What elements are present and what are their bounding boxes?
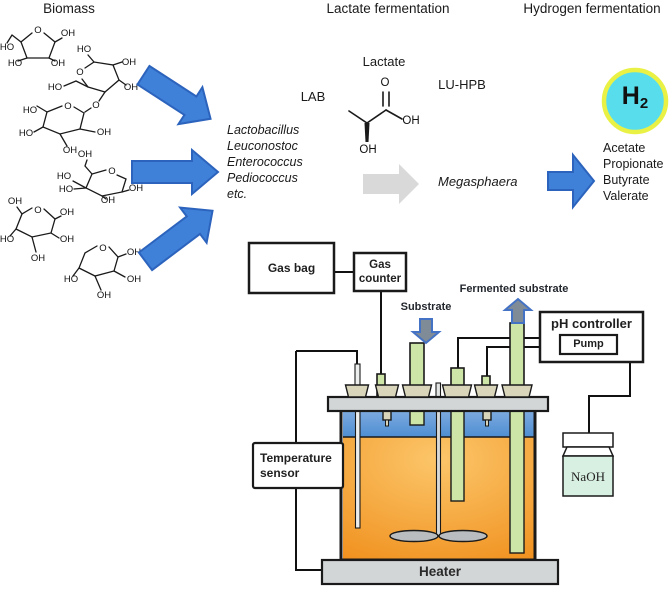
lab-bacteria-list: Lactobacillus Leuconostoc Enterococcus P… [227, 122, 303, 202]
fermented-tube-inner [509, 409, 525, 554]
pump-feed-wire [486, 346, 560, 378]
ph-probe-inner [450, 409, 465, 502]
gas-counter-label: Gas counter [358, 258, 402, 285]
temperature-probe [354, 409, 361, 529]
bacteria-item: etc. [227, 187, 248, 201]
equipment-boxes [247, 241, 645, 497]
megasphaera-label: Megasphaera [438, 174, 518, 189]
biomass-title: Biomass [43, 1, 95, 16]
atom-label: OH [127, 247, 141, 258]
atom-label: OH [101, 195, 115, 206]
bacteria-item: Pediococcus [227, 171, 298, 185]
port-stoppers [344, 384, 533, 398]
ph-controller-probe-wire [457, 337, 540, 369]
gas-bag-label: Gas bag [267, 260, 316, 275]
atom-label: O [99, 243, 106, 254]
lactate-molecule [348, 91, 403, 142]
atom-label: HO [0, 42, 14, 53]
atom-label: OH [78, 149, 92, 160]
lab-label: LAB [300, 89, 326, 104]
atom-label: O [92, 100, 99, 111]
lactate-label: Lactate [362, 54, 406, 69]
atom-label: OH [60, 234, 74, 245]
substrate-tube-inner [409, 409, 425, 426]
fermented-substrate-label: Fermented substrate [459, 283, 569, 295]
atom-label: HO [64, 274, 78, 285]
atom-label: OH [51, 58, 65, 69]
heater-label: Heater [418, 563, 462, 579]
product-item: Butyrate [603, 173, 650, 187]
atom-label: O [76, 67, 83, 78]
naoh-bottle-cap [562, 432, 614, 448]
substrate-in-arrow-icon [410, 318, 442, 345]
atom-label: HO [8, 58, 22, 69]
pump-label: Pump [573, 337, 604, 350]
atom-label: OH [129, 183, 143, 194]
megasphaera-to-products-arrow-icon [547, 152, 596, 210]
biomass-arrow-bottom-icon [137, 206, 214, 272]
lactate-to-megasphaera-arrow-icon [363, 164, 419, 204]
atom-label: OH [60, 207, 74, 218]
impeller-blade-right [438, 529, 488, 543]
atom-label: OH [63, 145, 77, 156]
fermented-out-arrow-icon [502, 297, 534, 324]
atom-label: OH [122, 57, 136, 68]
naoh-label: NaOH [571, 469, 605, 484]
bacteria-item: Leuconostoc [227, 139, 298, 153]
flow-arrows [131, 64, 596, 272]
atom-label: HO [48, 82, 62, 93]
atom-label: OH [127, 274, 141, 285]
naoh-bottle-shoulder [561, 446, 615, 457]
atom-label: O [381, 77, 390, 89]
biomass-arrow-middle-icon [131, 147, 220, 197]
atom-label: HO [77, 44, 91, 55]
atom-label: OH [61, 28, 75, 39]
atom-label: O [34, 25, 41, 36]
stirrer-shaft [435, 409, 442, 537]
temperature-sensor-label: Temperature sensor [260, 450, 332, 480]
atom-label: OH [124, 82, 138, 93]
temperature-sensor-wire [295, 350, 358, 571]
atom-label: O [34, 205, 41, 216]
naoh-bottle-body [562, 455, 614, 497]
atom-label: OH [402, 115, 419, 127]
hydrogen-fermentation-title: Hydrogen fermentation [523, 1, 661, 16]
ph-controller-label: pH controller [551, 315, 632, 331]
temperature-sensor-box [251, 441, 345, 490]
bacteria-item: Lactobacillus [227, 123, 300, 137]
bioreactor [320, 322, 560, 586]
gas-bag-box [247, 241, 336, 295]
bacteria-item: Enterococcus [227, 155, 303, 169]
atom-label: OH [97, 127, 111, 138]
gas-counter-box [352, 251, 408, 293]
atom-label: OH [31, 253, 45, 264]
atom-label: HO [0, 234, 14, 245]
atom-label: HO [57, 171, 71, 182]
atom-label: OH [8, 196, 22, 207]
biomass-sugar-structures [6, 32, 130, 291]
atom-label: OH [97, 290, 111, 301]
atom-label: HO [23, 105, 37, 116]
reactor-lid [326, 395, 550, 413]
lactate-fermentation-title: Lactate fermentation [326, 1, 450, 16]
lu-hpb-label: LU-HPB [438, 77, 486, 92]
product-item: Acetate [603, 141, 646, 155]
atom-label: O [64, 101, 71, 112]
heater-plate [320, 558, 560, 586]
atom-label: HO [19, 128, 33, 139]
product-item: Propionate [603, 157, 664, 171]
atom-label: HO [59, 184, 73, 195]
atom-label: O [108, 166, 115, 177]
substrate-label: Substrate [400, 301, 452, 313]
fermentation-products-list: Acetate Propionate Butyrate Valerate [603, 140, 663, 204]
atom-label: OH [359, 144, 376, 156]
biomass-arrow-top-icon [136, 64, 212, 126]
impeller-blade-left [389, 529, 439, 543]
product-item: Valerate [603, 189, 649, 203]
pump-box [558, 333, 619, 356]
h2-label: H2 [621, 82, 649, 112]
h2-bubble-icon [601, 67, 669, 135]
